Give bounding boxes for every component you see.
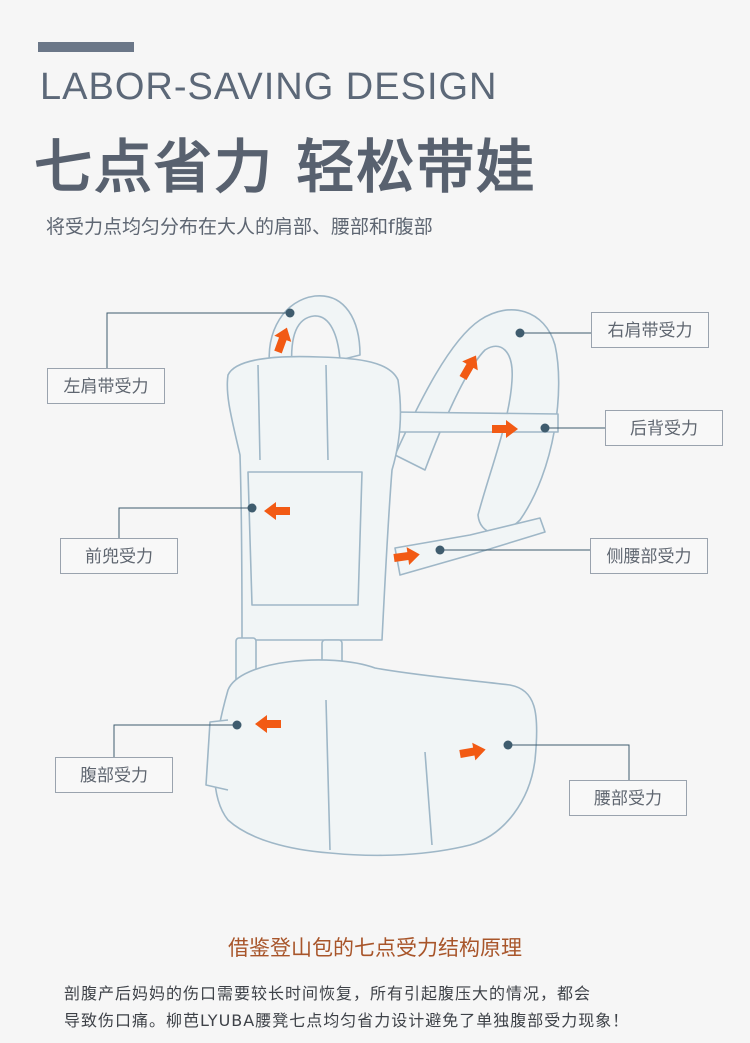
label-left-shoulder: 左肩带受力 [47,368,165,404]
point-back [540,423,550,433]
side-waist-strap [394,517,546,576]
point-left-shoulder [285,308,295,318]
label-front-panel: 前兜受力 [60,538,178,574]
point-abdomen [232,720,242,730]
connector-left-shoulder [106,312,290,368]
accent-bar [38,42,134,52]
point-side-waist [435,545,445,555]
label-back: 后背受力 [605,410,723,446]
point-front-panel [247,503,257,513]
footer-line-2: 导致伤口痛。柳芭LYUBA腰凳七点均匀省力设计避免了单独腹部受力现象！ [64,1011,630,1030]
label-side-waist: 侧腰部受力 [590,538,708,574]
title-chinese: 七点省力 轻松带娃 [34,133,537,201]
baby-carrier-illustration [106,295,630,857]
hip-seat [213,659,538,857]
label-waist: 腰部受力 [569,780,687,816]
subtitle: 将受力点均匀分布在大人的肩部、腰部和f腹部 [46,216,433,238]
point-right-shoulder [515,328,525,338]
title-english: LABOR-SAVING DESIGN [40,66,498,108]
point-waist [503,740,513,750]
connector-waist [508,744,630,780]
inner-panel [247,471,363,606]
footer-heading: 借鉴登山包的七点受力结构原理 [228,936,522,960]
hip-seat-side [205,719,229,791]
connector-front-panel [118,507,252,538]
connector-abdomen [113,724,237,757]
label-abdomen: 腹部受力 [55,757,173,793]
footer-line-1: 剖腹产后妈妈的伤口需要较长时间恢复，所有引起腹压大的情况，都会 [64,984,592,1003]
label-right-shoulder: 右肩带受力 [591,312,709,348]
back-strap [394,411,559,433]
